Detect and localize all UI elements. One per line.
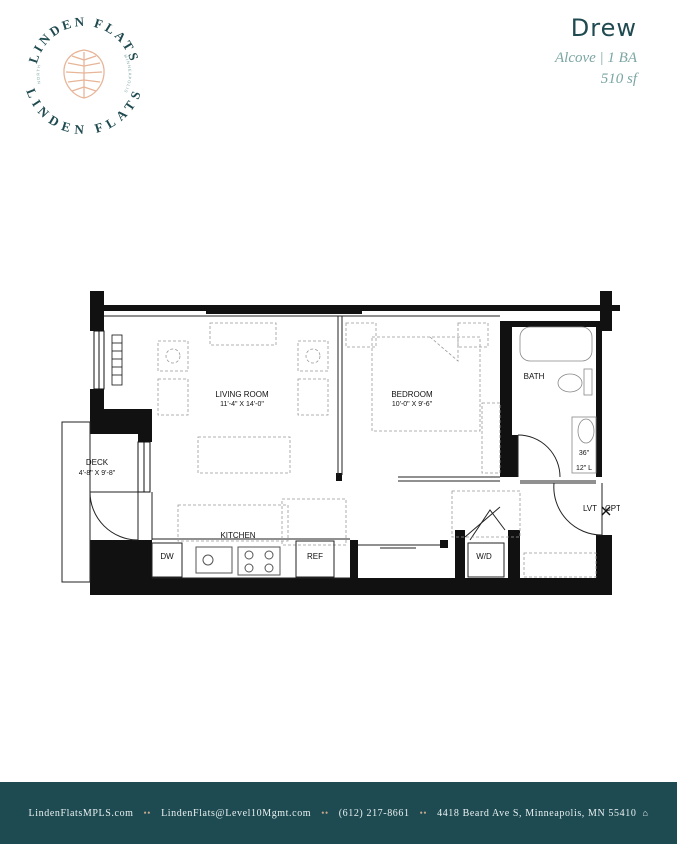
svg-text:NORTH: NORTH [35,64,41,85]
closet-doors [358,506,506,549]
living-room-dims: 11'-4" X 14'-0" [220,401,264,408]
clearance-l-label: 12" L [576,465,592,472]
living-room-label: LIVING ROOM [215,390,269,399]
bath-label: BATH [524,372,545,381]
entry-door [553,482,603,536]
unit-type: Alcove | 1 BA [554,50,637,66]
footer-separator: •• [419,808,428,818]
unit-name: Drew [570,14,637,42]
floor-transition-marker [601,506,611,516]
address-text: 4418 Beard Ave S, Minneapolis, MN 55410 [437,807,637,819]
bedroom-dims: 10'-0" X 9'-6" [392,401,433,408]
bath-fixtures [519,326,597,474]
clearance-label: 36" [579,450,590,457]
email-link[interactable]: LindenFlats@Level10Mgmt.com [161,807,312,819]
furniture [157,322,597,578]
washer-dryer-label: W/D [476,552,492,561]
cpt-label: CPT [605,504,620,513]
deck-label: DECK [86,458,109,467]
kitchen-label: KITCHEN [220,531,255,540]
website-link[interactable]: LindenFlatsMPLS.com [28,807,134,819]
deck-door [89,491,139,541]
deck-dims: 4'-8" X 9'-8" [79,470,116,477]
floor-plan: LIVING ROOM 11'-4" X 14'-0" BEDROOM 10'-… [61,291,620,595]
bath-door [517,434,561,478]
footer-bar: LindenFlatsMPLS.com •• LindenFlats@Level… [0,782,677,844]
refrigerator-label: REF [307,552,323,561]
unit-area: 510 sf [600,71,637,87]
footer-separator: •• [321,808,329,818]
lvt-label: LVT [583,504,597,513]
windows [93,330,151,493]
linden-flats-logo: LINDEN FLATS LINDEN FLATS NORTH MINNEAPO… [23,14,141,138]
equal-housing-icon: ⌂ [642,808,649,818]
kitchen-appliances [151,540,505,578]
exterior-walls [90,291,620,595]
logo-small-left: NORTH [35,64,40,85]
monstera-leaf-icon [63,49,105,99]
interior-outlines [61,315,596,583]
bedroom-label: BEDROOM [391,390,433,399]
interior-walls [336,321,596,580]
phone-link[interactable]: (612) 217-8661 [338,807,410,819]
window-shades [111,334,123,386]
footer-separator: •• [143,808,152,818]
dishwasher-label: DW [160,552,174,561]
